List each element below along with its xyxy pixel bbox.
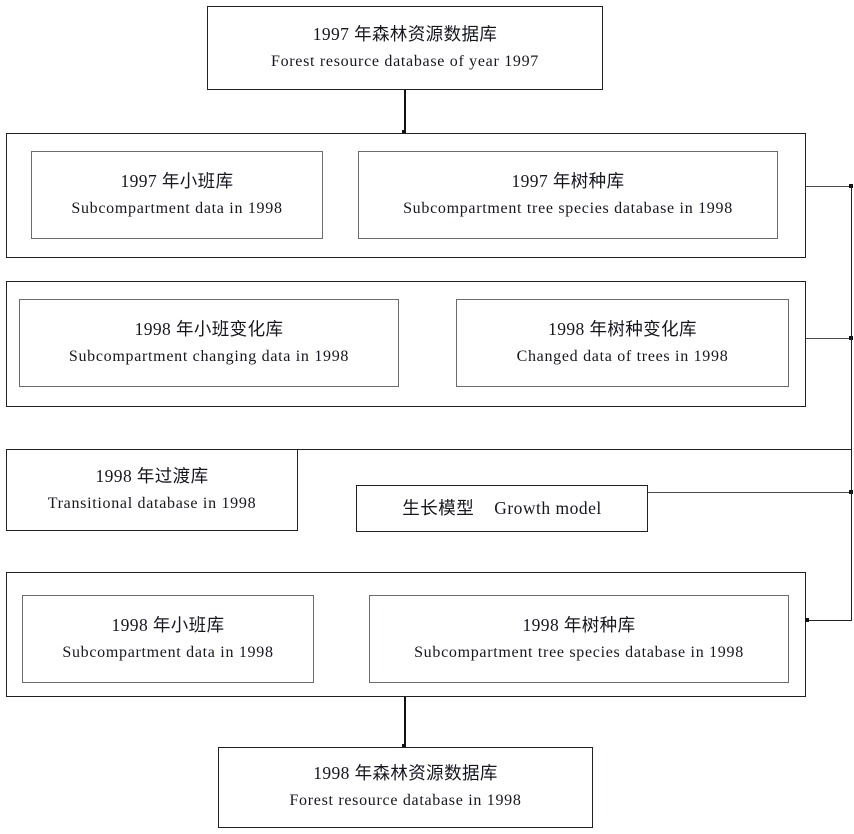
node-subcompartment-changing-data-1998: 1998 年小班变化库 Subcompartment changing data… (19, 299, 399, 387)
node-top-forest-database-1997-cn: 1997 年森林资源数据库 (312, 23, 498, 44)
node-subcompartment-data-1998-cn: 1998 年小班库 (111, 614, 225, 635)
node-transitional-database-1998: 1998 年过渡库 Transitional database in 1998 (6, 449, 298, 531)
node-changed-tree-data-1998-en: Changed data of trees in 1998 (516, 347, 729, 365)
connector-top-to-row2-endpoint (402, 130, 406, 134)
node-subcompartment-data-1998: 1998 年小班库 Subcompartment data in 1998 (22, 595, 314, 683)
node-growth-model-label: 生长模型 Growth model (402, 498, 602, 520)
connector-bus-to-row5-endpoint (805, 618, 809, 622)
node-tree-species-database-1998-cn: 1998 年树种库 (522, 614, 636, 635)
node-subcompartment-data-1998-en: Subcompartment data in 1998 (62, 643, 274, 661)
connector-row5-to-bottom (404, 697, 406, 747)
node-subcompartment-data-1997-cn: 1997 年小班库 (120, 170, 234, 191)
node-top-forest-database-1997-en: Forest resource database of year 1997 (270, 52, 540, 70)
node-growth-model-en: Growth model (494, 497, 602, 518)
node-changed-tree-data-1998: 1998 年树种变化库 Changed data of trees in 199… (456, 299, 789, 387)
node-bottom-forest-database-1998-cn: 1998 年森林资源数据库 (313, 763, 498, 784)
node-subcompartment-changing-data-1998-cn: 1998 年小班变化库 (134, 318, 284, 339)
node-bottom-forest-database-1998: 1998 年森林资源数据库 Forest resource database i… (218, 747, 593, 828)
connector-row2-to-bus (806, 186, 852, 187)
node-subcompartment-data-1997: 1997 年小班库 Subcompartment data in 1998 (31, 151, 323, 239)
connector-right-vertical-bus (851, 185, 852, 621)
connector-row5-to-bottom-endpoint (402, 744, 406, 748)
connector-growth-model-to-bus (648, 492, 852, 493)
node-subcompartment-data-1997-en: Subcompartment data in 1998 (71, 199, 283, 217)
node-bottom-forest-database-1998-en: Forest resource database in 1998 (289, 792, 522, 810)
node-tree-species-database-1997: 1997 年树种库 Subcompartment tree species da… (358, 151, 778, 239)
connector-bus-to-row5 (806, 620, 852, 621)
node-growth-model: 生长模型 Growth model (356, 485, 648, 532)
node-top-forest-database-1997: 1997 年森林资源数据库 Forest resource database o… (207, 6, 603, 90)
node-transitional-database-1998-cn: 1998 年过渡库 (95, 465, 209, 486)
node-tree-species-database-1998: 1998 年树种库 Subcompartment tree species da… (369, 595, 789, 683)
node-changed-tree-data-1998-cn: 1998 年树种变化库 (548, 318, 697, 339)
connector-transitional-to-bus (297, 449, 852, 450)
node-tree-species-database-1997-cn: 1997 年树种库 (511, 170, 625, 191)
node-growth-model-cn: 生长模型 (402, 497, 475, 518)
node-tree-species-database-1998-en: Subcompartment tree species database in … (414, 643, 744, 661)
node-tree-species-database-1997-en: Subcompartment tree species database in … (403, 199, 733, 217)
connector-top-to-row2 (404, 90, 406, 133)
node-subcompartment-changing-data-1998-en: Subcompartment changing data in 1998 (68, 347, 350, 365)
connector-row3-to-bus (806, 338, 852, 339)
node-transitional-database-1998-en: Transitional database in 1998 (47, 494, 257, 512)
